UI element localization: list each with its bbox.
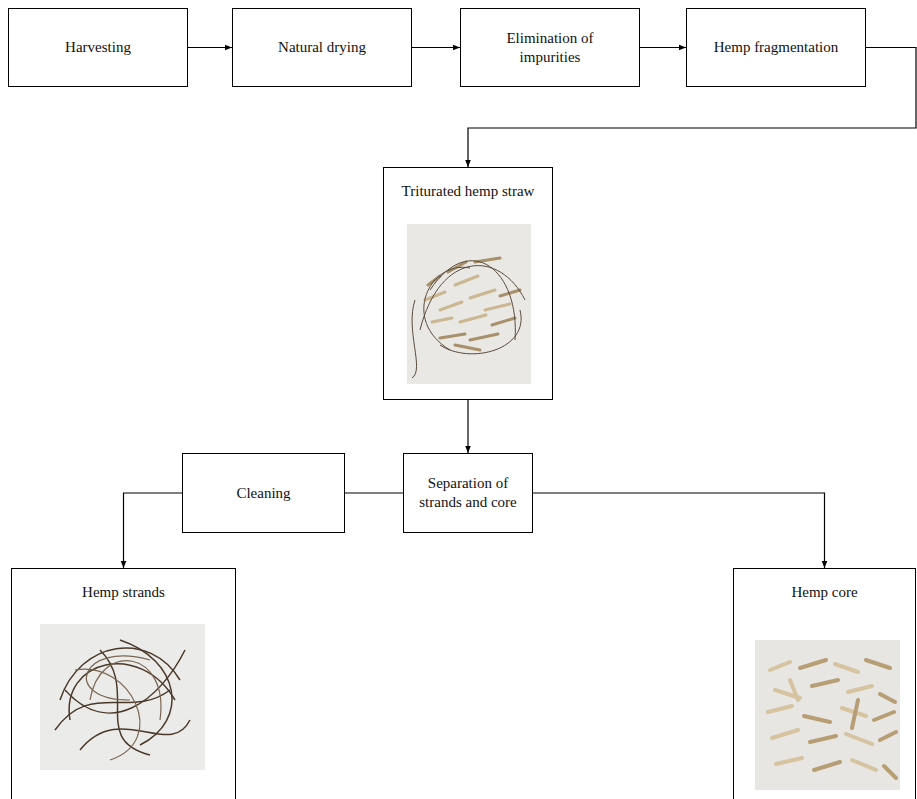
process-box: Elimination of impurities bbox=[460, 8, 640, 87]
process-box: Hemp fragmentation bbox=[686, 8, 866, 87]
flow-arrow bbox=[468, 48, 916, 168]
photo-box: Hemp strands bbox=[11, 568, 236, 799]
node-label: Hemp core bbox=[791, 583, 857, 602]
flow-arrow bbox=[640, 47, 686, 48]
node-label: Elimination of impurities bbox=[485, 29, 615, 67]
straw-photo bbox=[407, 224, 531, 384]
process-box: Natural drying bbox=[232, 8, 412, 87]
flow-arrow bbox=[345, 492, 403, 493]
photo-box: Hemp core bbox=[733, 568, 916, 799]
core-photo bbox=[755, 640, 900, 790]
flow-arrow bbox=[188, 47, 232, 48]
node-label: Cleaning bbox=[236, 484, 290, 503]
node-label: Natural drying bbox=[278, 38, 366, 57]
strands-photo bbox=[40, 624, 205, 770]
flow-arrow bbox=[467, 400, 468, 453]
flow-arrow bbox=[412, 47, 460, 48]
flow-arrow bbox=[533, 493, 825, 568]
process-box: Cleaning bbox=[182, 453, 345, 533]
node-label: Harvesting bbox=[65, 38, 131, 57]
process-box: Separation of strands and core bbox=[403, 453, 533, 533]
node-label: Hemp strands bbox=[82, 583, 165, 602]
process-box: Harvesting bbox=[8, 8, 188, 87]
flow-arrow bbox=[124, 493, 183, 568]
node-label: Triturated hemp straw bbox=[402, 182, 535, 201]
photo-box: Triturated hemp straw bbox=[383, 167, 553, 400]
node-label: Separation of strands and core bbox=[411, 474, 525, 512]
node-label: Hemp fragmentation bbox=[714, 38, 839, 57]
